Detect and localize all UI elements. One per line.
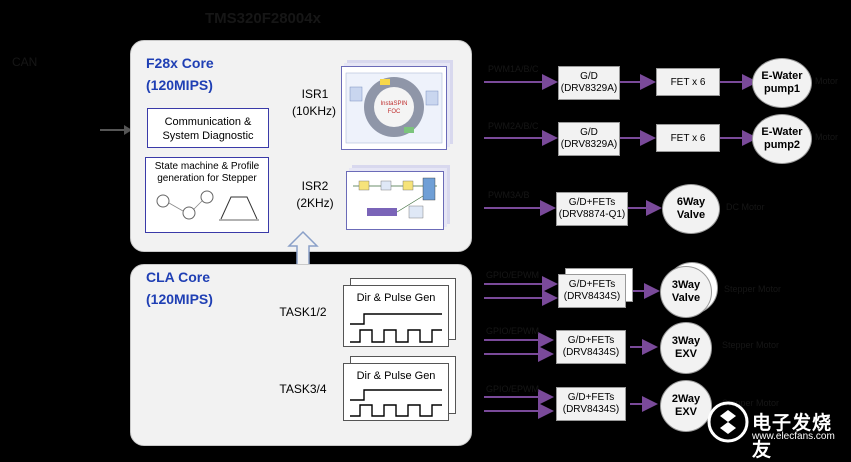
- f28x-core-title: F28x Core: [146, 55, 214, 71]
- ewater-pump2-circle: E-Water pump2: [752, 114, 812, 164]
- gate-driver-box-1: G/D (DRV8329A): [558, 66, 620, 100]
- isr2-label: ISR2: [301, 179, 329, 193]
- task34-label: TASK3/4: [279, 382, 327, 396]
- dir-pulse-gen-box-2: Dir & Pulse Gen: [343, 363, 449, 421]
- pwm3-label: PWM3A/B: [488, 190, 530, 200]
- motor-label-2: Motor: [815, 132, 839, 142]
- three-way-valve-sub: Valve: [671, 292, 701, 304]
- isr1-thumbnail: InstaSPIN FOC: [341, 66, 447, 150]
- gate-driver-label-5: G/D+FETs: [567, 335, 615, 346]
- gate-driver-part-4: (DRV8434S): [563, 291, 621, 302]
- pulse-waveform-2: [350, 389, 442, 417]
- ewater-pump2-label: E-Water: [761, 126, 803, 138]
- isr2-thumbnail: [346, 171, 444, 230]
- pulse-waveform-1: [350, 313, 442, 343]
- three-way-valve-label: 3Way: [671, 279, 701, 291]
- fet-label-2: FET x 6: [670, 133, 706, 144]
- gate-driver-label-2: G/D: [580, 127, 598, 138]
- isr2-rate: (2KHz): [296, 196, 334, 210]
- dir-pulse-gen-title-1: Dir & Pulse Gen: [356, 292, 436, 304]
- communication-text: Communication & System Diagnostic: [162, 116, 254, 142]
- isr2-control-diagram: [353, 177, 437, 219]
- fet-label-1: FET x 6: [670, 77, 706, 88]
- svg-text:FOC: FOC: [388, 109, 401, 115]
- gate-driver-box-3: G/D+FETs (DRV8874-Q1): [556, 192, 628, 226]
- gate-driver-label-1: G/D: [580, 71, 598, 82]
- fet-box-1: FET x 6: [656, 68, 720, 96]
- f28x-core-mips: (120MIPS): [146, 77, 213, 93]
- two-way-exv-sub: EXV: [674, 406, 697, 418]
- isr1-control-diagram: InstaSPIN FOC: [345, 72, 443, 144]
- six-way-valve-circle: 6Way Valve: [662, 184, 720, 234]
- stepper-motor-label-3: Stepper Motor: [722, 398, 780, 408]
- state-machine-box: State machine & Profile generation for S…: [145, 157, 269, 233]
- gate-driver-part-2: (DRV8329A): [560, 139, 618, 150]
- isr1-rate: (10KHz): [291, 104, 336, 118]
- dir-pulse-gen-box-1: Dir & Pulse Gen: [343, 285, 449, 347]
- ewater-pump2-sub: pump2: [763, 139, 801, 151]
- two-way-exv-circle: 2Way EXV: [660, 380, 712, 432]
- three-way-exv-label: 3Way: [671, 335, 701, 347]
- cla-core-mips: (120MIPS): [146, 291, 213, 307]
- gpio-label-2: GPIO/EPWM: [486, 326, 540, 336]
- gate-driver-part-3: (DRV8874-Q1): [558, 209, 626, 220]
- gate-driver-box-6: G/D+FETs (DRV8434S): [556, 387, 626, 421]
- isr1-label: ISR1: [301, 87, 329, 101]
- six-way-valve-label: 6Way: [676, 196, 706, 208]
- svg-text:InstaSPIN: InstaSPIN: [380, 101, 407, 107]
- dir-pulse-gen-title-2: Dir & Pulse Gen: [356, 370, 436, 382]
- three-way-exv-sub: EXV: [674, 348, 697, 360]
- state-machine-diagram: [156, 190, 259, 221]
- watermark-url: www.elecfans.com: [752, 431, 835, 442]
- chip-title: TMS320F28004x: [205, 10, 321, 27]
- six-way-valve-sub: Valve: [676, 209, 706, 221]
- ewater-pump1-label: E-Water: [761, 70, 803, 82]
- two-way-exv-label: 2Way: [671, 393, 701, 405]
- can-arrow: [100, 125, 132, 135]
- gate-driver-label-6: G/D+FETs: [567, 392, 615, 403]
- task12-label: TASK1/2: [279, 305, 327, 319]
- three-way-exv-circle: 3Way EXV: [660, 322, 712, 374]
- gate-driver-label-3: G/D+FETs: [568, 197, 616, 208]
- ewater-pump1-circle: E-Water pump1: [752, 58, 812, 108]
- gate-driver-part-6: (DRV8434S): [562, 404, 620, 415]
- ewater-pump1-sub: pump1: [763, 83, 801, 95]
- gate-driver-part-1: (DRV8329A): [560, 83, 618, 94]
- stepper-motor-label-1: Stepper Motor: [724, 284, 782, 294]
- pwm1-label: PWM1A/B/C: [488, 64, 539, 74]
- gpio-label-3: GPIO/EPWM: [486, 384, 540, 394]
- can-label: CAN: [12, 55, 38, 69]
- gpio-label-1: GPIO/EPWM: [486, 270, 540, 280]
- motor-label-1: Motor: [815, 76, 839, 86]
- gate-driver-box-4: G/D+FETs (DRV8434S): [558, 274, 626, 308]
- fet-box-2: FET x 6: [656, 124, 720, 152]
- stepper-motor-label-2: Stepper Motor: [722, 340, 780, 350]
- gate-driver-label-4: G/D+FETs: [568, 279, 616, 290]
- gate-driver-box-2: G/D (DRV8329A): [558, 122, 620, 156]
- elecfans-logo-icon: [707, 401, 749, 443]
- state-machine-text: State machine & Profile generation for S…: [154, 161, 260, 184]
- gate-driver-box-5: G/D+FETs (DRV8434S): [556, 330, 626, 364]
- three-way-valve-circle: 3Way Valve: [660, 266, 712, 318]
- cla-core-title: CLA Core: [146, 269, 211, 285]
- pwm2-label: PWM2A/B/C: [488, 121, 539, 131]
- gate-driver-part-5: (DRV8434S): [562, 347, 620, 358]
- dc-motor-label: DC Motor: [726, 202, 765, 212]
- communication-box: Communication & System Diagnostic: [147, 108, 269, 148]
